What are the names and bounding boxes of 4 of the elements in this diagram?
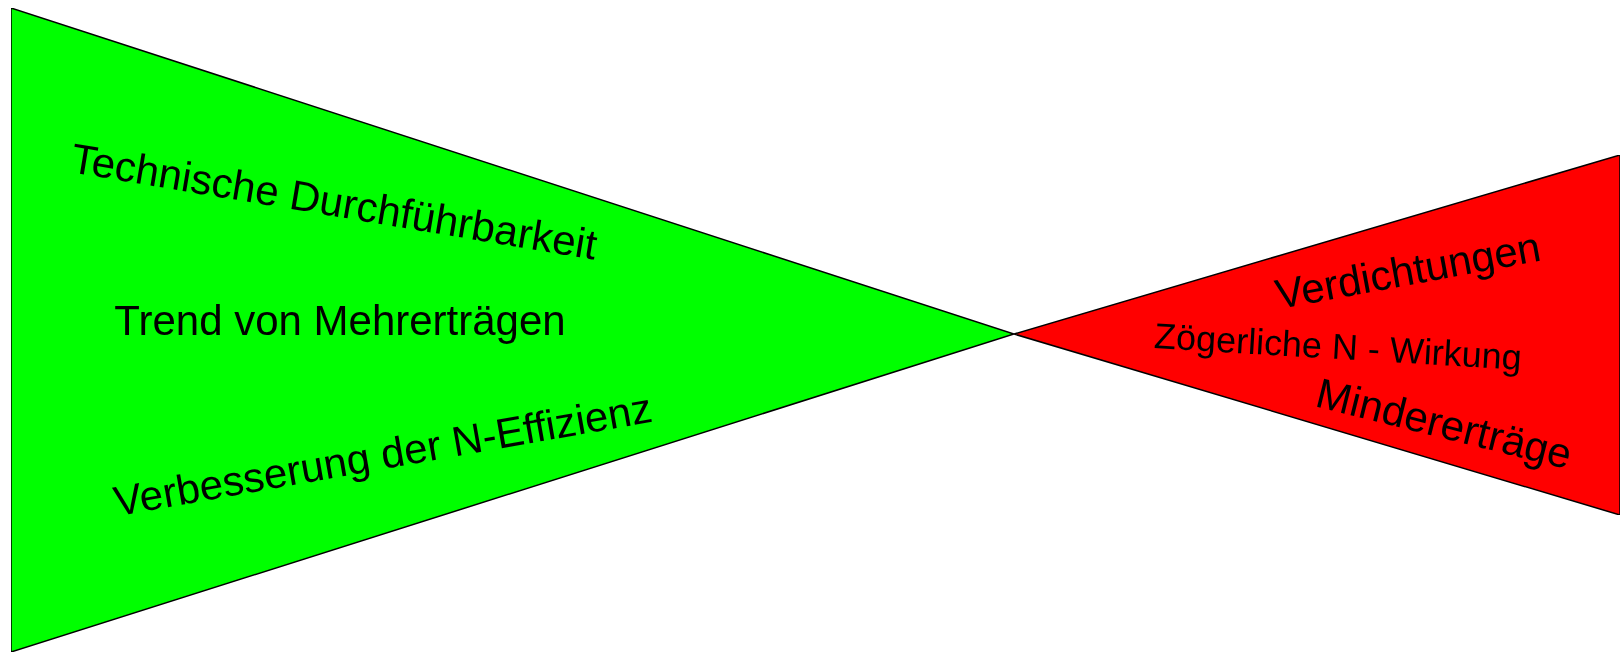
triangle-label: Verdichtungen	[1272, 225, 1544, 317]
triangle-label: Zögerliche N - Wirkung	[1153, 318, 1523, 376]
triangle-label: Trend von Mehrerträgen	[114, 300, 566, 342]
triangle-label: Verbesserung der N-Effizienz	[110, 386, 656, 524]
